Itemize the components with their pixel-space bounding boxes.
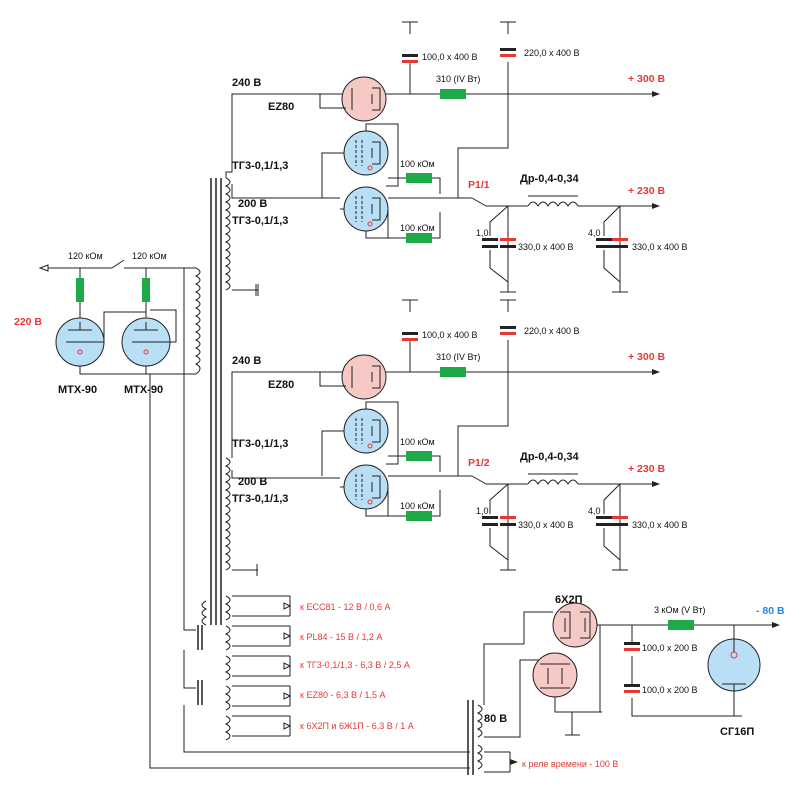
bias-resistor-3k [668, 620, 694, 630]
bias-cap-label-1: 100,0 х 200 В [642, 643, 698, 653]
r120-label-1: 120 кОм [68, 251, 103, 261]
upper-c330-label-1: 330,0 х 400 В [518, 242, 574, 252]
lower-ez80-tube [341, 354, 387, 400]
lower-bplus-section: 240 В 200 В EZ80 100,0 х 400 В 220,0 х 4… [232, 299, 688, 571]
upper-choke [527, 201, 579, 207]
lower-out300: + 300 В [628, 351, 665, 363]
upper-resistor-310 [440, 89, 466, 99]
lower-v200: 200 В [238, 476, 267, 488]
lower-tg3-tube-1 [343, 408, 389, 454]
bias-cap-label-2: 100,0 х 200 В [642, 685, 698, 695]
resistor-120k-1 [76, 278, 84, 302]
upper-choke-label: Др-0,4-0,34 [520, 173, 579, 185]
upper-relay-label: P1/1 [468, 179, 490, 191]
lower-cap-330-2 [612, 523, 628, 526]
bias-section: 80 В 6Х2П 100,0 х 200 В 100,0 х 200 В 3 … [467, 594, 785, 775]
bias-out80: - 80 В [756, 605, 785, 617]
relay-timer-output: к реле времени - 100 В [484, 751, 618, 773]
lower-cap-220-label: 220,0 х 400 В [524, 326, 580, 336]
r120-label-2: 120 кОм [132, 251, 167, 261]
upper-out230: + 230 В [628, 185, 665, 197]
lower-out230: + 230 В [628, 463, 665, 475]
bias-cap-100-2 [624, 690, 640, 693]
upper-cap-100 [402, 60, 418, 63]
lower-resistor-100k-1 [406, 451, 432, 461]
lower-c10-label: 1,0 [476, 506, 489, 516]
lower-resistor-310 [440, 367, 466, 377]
sg16p-label: СГ16П [720, 726, 754, 738]
lower-choke [527, 479, 579, 485]
main-transformer [149, 93, 470, 769]
upper-tg3-label-2: ТГ3-0,1/1,3 [232, 215, 288, 227]
lower-r100-label-1: 100 кОм [400, 437, 435, 447]
bias-6x2p-label: 6Х2П [555, 594, 583, 606]
bias-rectifier-tube [532, 652, 578, 698]
lower-relay-label: P1/2 [468, 457, 490, 469]
lower-tg3-label-1: ТГ3-0,1/1,3 [232, 438, 288, 450]
lower-c40-label: 4,0 [588, 506, 601, 516]
lower-cap-330-1 [500, 523, 516, 526]
lower-cap-220 [500, 332, 516, 335]
v220-label: 220 В [14, 316, 42, 328]
upper-r310-label: 310 (IV Вт) [436, 74, 480, 84]
upper-cap-100-label: 100,0 х 400 В [422, 52, 478, 62]
lower-v240: 240 В [232, 355, 261, 367]
upper-tg3-tube-2 [343, 186, 389, 232]
upper-resistor-100k-2 [406, 233, 432, 243]
lower-resistor-100k-2 [406, 511, 432, 521]
lower-choke-label: Др-0,4-0,34 [520, 451, 579, 463]
resistor-120k-2 [142, 278, 150, 302]
upper-r100-label-2: 100 кОм [400, 223, 435, 233]
upper-cap-330-2 [612, 245, 628, 248]
upper-ez80-tube [341, 76, 387, 122]
relay-timer-label: к реле времени - 100 В [522, 759, 618, 769]
lower-cap-100-label: 100,0 х 400 В [422, 330, 478, 340]
bias-cap-100-1 [624, 648, 640, 651]
upper-cap-330-1 [500, 245, 516, 248]
lower-c330-label-1: 330,0 х 400 В [518, 520, 574, 530]
upper-c40-label: 4,0 [588, 228, 601, 238]
bias-v80-label: 80 В [484, 713, 507, 725]
heater-ecc81: к ECC81 - 12 В / 0,6 А [300, 602, 390, 612]
heater-pl84: к PL84 - 15 В / 1,2 А [300, 632, 383, 642]
lower-c330-label-2: 330,0 х 400 В [632, 520, 688, 530]
upper-r100-label-1: 100 кОм [400, 159, 435, 169]
upper-cap-220-label: 220,0 х 400 В [524, 48, 580, 58]
heater-6x2p: к 6Х2П и 6Ж1П - 6,3 В / 1 А [300, 721, 414, 731]
upper-tg3-tube-1 [343, 130, 389, 176]
upper-ez80-label: EZ80 [268, 101, 294, 113]
upper-out300: + 300 В [628, 73, 665, 85]
lower-cap-100 [402, 338, 418, 341]
mtx-section: 120 кОм 120 кОм 220 В МТХ-90 МТХ-90 [14, 251, 201, 396]
upper-resistor-100k-1 [406, 173, 432, 183]
lower-tg3-tube-2 [343, 464, 389, 510]
lower-r310-label: 310 (IV Вт) [436, 352, 480, 362]
mtx90-label-2: МТХ-90 [124, 384, 163, 396]
upper-cap-220 [500, 54, 516, 57]
heater-ez80: к EZ80 - 6,3 В / 1,5 А [300, 690, 385, 700]
heater-outputs: к ECC81 - 12 В / 0,6 А к PL84 - 15 В / 1… [232, 595, 414, 737]
heater-tg3: к ТГ3-0,1/1,3 - 6,3 В / 2,5 А [300, 660, 410, 670]
upper-c10-label: 1,0 [476, 228, 489, 238]
upper-tg3-label-1: ТГ3-0,1/1,3 [232, 160, 288, 172]
upper-v240: 240 В [232, 77, 261, 89]
lower-r100-label-2: 100 кОм [400, 501, 435, 511]
upper-v200: 200 В [238, 198, 267, 210]
lower-ez80-label: EZ80 [268, 379, 294, 391]
mtx90-label-1: МТХ-90 [58, 384, 97, 396]
bias-r3k-label: 3 кОм (V Вт) [654, 605, 705, 615]
upper-bplus-section: 240 В 200 В EZ80 100,0 х 400 В 220,0 х 4… [232, 21, 688, 293]
lower-tg3-label-2: ТГ3-0,1/1,3 [232, 493, 288, 505]
upper-c330-label-2: 330,0 х 400 В [632, 242, 688, 252]
